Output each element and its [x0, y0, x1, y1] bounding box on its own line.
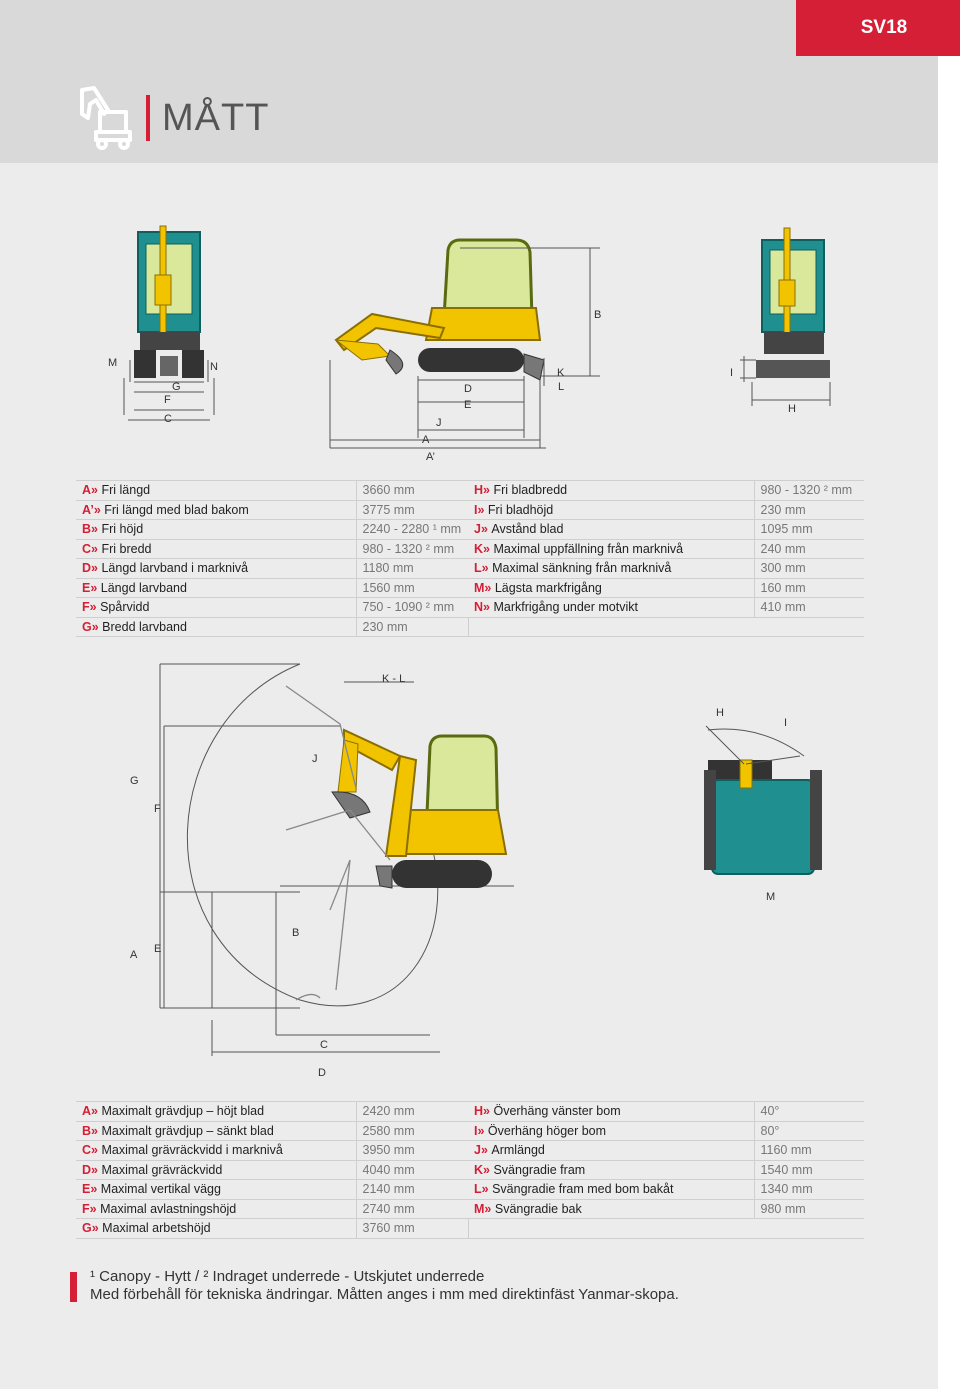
- section-title: MÅTT: [76, 84, 269, 152]
- table-row: E» Maximal vertikal vägg 2140 mm L» Svän…: [76, 1179, 864, 1200]
- label-range-g: G: [130, 775, 139, 787]
- label-range-j: J: [312, 753, 318, 765]
- page-title: MÅTT: [162, 96, 270, 139]
- working-range-lines: [159, 663, 514, 1056]
- top-view-lines: [705, 725, 805, 765]
- label-range-m: M: [766, 891, 775, 903]
- label-side-d: D: [464, 383, 472, 395]
- working-range-diagram: K - L J G F B A E C D H I M: [130, 663, 822, 1079]
- label-range-i: I: [784, 717, 787, 729]
- table-row: A’» Fri längd med blad bakom 3775 mm I» …: [76, 500, 864, 520]
- working-range-machine: [331, 728, 508, 889]
- front-view-machine: [134, 225, 204, 378]
- dimensions-table: A» Fri längd 3660 mm H» Fri bladbredd 98…: [76, 480, 864, 637]
- label-front-n: N: [210, 361, 218, 373]
- label-range-k-l: K - L: [382, 673, 405, 685]
- label-front-f: F: [164, 394, 171, 406]
- footnote-line-2: Med förbehåll för tekniska ändringar. Må…: [90, 1286, 679, 1303]
- label-side-e: E: [464, 399, 471, 411]
- side-view-dimension-lines: [329, 247, 600, 449]
- table-row: B» Fri höjd 2240 - 2280 ¹ mm J» Avstånd …: [76, 519, 864, 540]
- label-range-e: E: [154, 943, 161, 955]
- page-margin-strip: [938, 0, 960, 1389]
- table-row: C» Maximal grävräckvidd i marknivå 3950 …: [76, 1140, 864, 1161]
- label-front-g: G: [172, 381, 181, 393]
- table-row: G» Maximal arbetshöjd 3760 mm: [76, 1218, 864, 1239]
- label-range-h: H: [716, 707, 724, 719]
- footnote-accent-bar: [70, 1272, 77, 1302]
- table-row: E» Längd larvband 1560 mm M» Lägsta mark…: [76, 578, 864, 598]
- rear-view-dimension-lines: [740, 356, 831, 406]
- label-range-b: B: [292, 927, 299, 939]
- label-range-d: D: [318, 1067, 326, 1079]
- table-row: A» Maximalt grävdjup – höjt blad 2420 mm…: [76, 1101, 864, 1122]
- label-front-m: M: [108, 357, 117, 369]
- table-row: F» Maximal avlastningshöjd 2740 mm M» Sv…: [76, 1199, 864, 1219]
- table-row: D» Längd larvband i marknivå 1180 mm L» …: [76, 558, 864, 579]
- top-view-machine: [704, 759, 822, 875]
- label-side-j: J: [436, 417, 442, 429]
- table-row: C» Fri bredd 980 - 1320 ² mm K» Maximal …: [76, 539, 864, 559]
- model-name: SV18: [860, 17, 908, 38]
- rear-view-machine: [756, 227, 830, 378]
- label-side-b: B: [594, 309, 601, 321]
- table-row: F» Spårvidd 750 - 1090 ² mm N» Markfrigå…: [76, 597, 864, 618]
- table-row: G» Bredd larvband 230 mm: [76, 617, 864, 637]
- label-rear-i: I: [730, 367, 733, 379]
- dimension-diagram-top: M N G F C B K L D E J A A’: [108, 225, 831, 463]
- table-row: B» Maximalt grävdjup – sänkt blad 2580 m…: [76, 1121, 864, 1141]
- label-rear-h: H: [788, 403, 796, 415]
- label-range-c: C: [320, 1039, 328, 1051]
- label-side-k: K: [557, 367, 565, 379]
- label-front-c: C: [164, 413, 172, 425]
- label-side-a-prime: A’: [426, 451, 435, 463]
- header-band: [0, 0, 938, 163]
- ghost-arm-positions: [285, 685, 391, 1001]
- label-side-a: A: [422, 434, 430, 446]
- title-accent-bar: [146, 95, 150, 141]
- table-row: A» Fri längd 3660 mm H» Fri bladbredd 98…: [76, 480, 864, 501]
- model-tab: SV18: [796, 0, 960, 56]
- label-side-l: L: [558, 381, 564, 393]
- footnote-line-1: ¹ Canopy - Hytt / ² Indraget underrede -…: [90, 1268, 485, 1285]
- working-range-table: A» Maximalt grävdjup – höjt blad 2420 mm…: [76, 1101, 864, 1239]
- excavator-icon: [80, 86, 132, 150]
- side-view-machine: [334, 238, 545, 381]
- table-row: D» Maximal grävräckvidd 4040 mm K» Sväng…: [76, 1160, 864, 1180]
- label-range-f: F: [154, 803, 161, 815]
- front-view-dimension-lines: [123, 360, 215, 421]
- label-range-a: A: [130, 949, 138, 961]
